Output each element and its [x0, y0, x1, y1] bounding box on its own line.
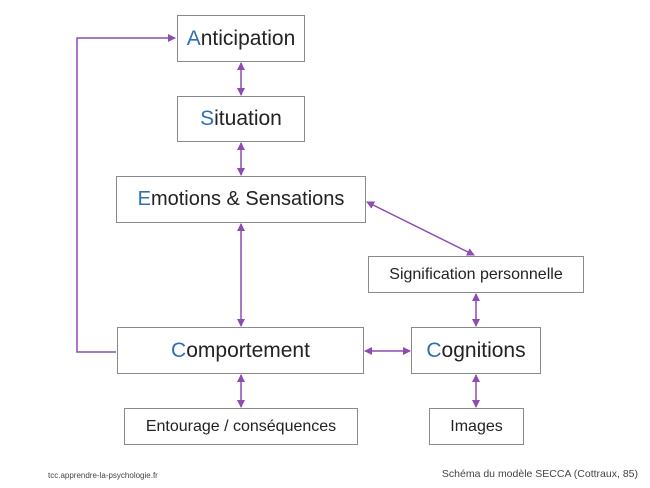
node-comportement-label: omportement — [186, 338, 310, 362]
node-images: Images — [429, 408, 524, 445]
node-cognitions-label: ognitions — [441, 338, 526, 362]
node-cognitions-initial: C — [426, 338, 442, 362]
node-emotions-label: motions & Sensations — [150, 188, 345, 210]
node-situation-label: ituation — [214, 107, 282, 130]
node-signification-personnelle: Signification personnelle — [368, 256, 584, 293]
node-entourage-consequences: Entourage / conséquences — [124, 408, 358, 445]
footer-caption: Schéma du modèle SECCA (Cottraux, 85) — [441, 468, 638, 480]
arrow-emotions-signification — [366, 201, 475, 256]
node-images-label: Images — [450, 417, 503, 435]
node-comportement-initial: C — [171, 338, 187, 362]
node-situation-initial: S — [200, 107, 215, 130]
footer-source: tcc.apprendre-la-psychologie.fr — [48, 471, 158, 480]
node-anticipation-initial: A — [186, 26, 201, 50]
node-emotions-initial: E — [137, 188, 151, 210]
feedback-loop-comportement-anticipation — [76, 34, 176, 353]
node-signification-label: Signification personnelle — [389, 265, 563, 283]
node-anticipation-label: nticipation — [200, 26, 296, 50]
node-entourage-label: Entourage / conséquences — [145, 417, 337, 435]
